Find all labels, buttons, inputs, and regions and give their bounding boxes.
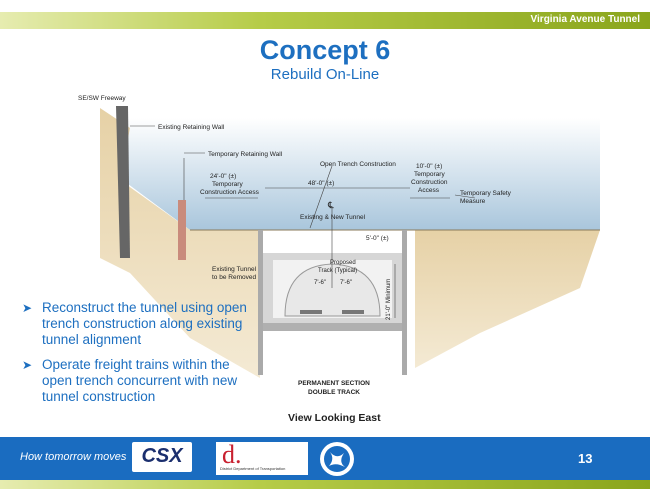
- header-bar: Virginia Avenue Tunnel: [0, 12, 650, 29]
- label-depth-dim: 5'-0" (±): [366, 235, 389, 242]
- label-section-2: DOUBLE TRACK: [308, 389, 360, 396]
- tunnel-cross-section-diagram: SE/SW Freeway Existing Retaining Wall Te…: [78, 95, 600, 424]
- label-temp-wall: Temporary Retaining Wall: [208, 151, 283, 158]
- label-right-access-1: Temporary: [414, 171, 445, 178]
- label-temp-access-1: Temporary: [212, 181, 243, 188]
- track-right: [342, 310, 364, 314]
- arrow-bullet-icon: ➤: [22, 301, 33, 315]
- bullet-item: ➤ Operate freight trains within the open…: [20, 357, 250, 405]
- label-left-dim: 24'-0" (±): [210, 173, 236, 180]
- label-right-dim: 10'-0" (±): [416, 163, 442, 170]
- page-number: 13: [578, 451, 593, 466]
- ddot-logo-mark: d.: [222, 440, 242, 469]
- label-section-1: PERMANENT SECTION: [298, 380, 370, 387]
- existing-retaining-wall: [116, 106, 130, 258]
- label-open-trench: Open Trench Construction: [320, 161, 396, 168]
- arrow-bullet-icon: ➤: [22, 358, 33, 372]
- label-safety-1: Temporary Safety: [460, 190, 512, 197]
- label-track-dim-a: 7'-6": [314, 280, 326, 286]
- csx-tagline: How tomorrow moves: [20, 451, 127, 463]
- label-proposed-2: Track (Typical): [318, 268, 357, 274]
- label-view: View Looking East: [288, 412, 381, 424]
- temporary-retaining-wall: [178, 200, 186, 260]
- label-temp-access-2: Construction Access: [200, 189, 260, 196]
- label-min-height: 21'-0" Minimum: [386, 279, 392, 320]
- slide-title: Concept 6: [259, 35, 391, 65]
- ddot-logo-text: District Department of Transportation: [220, 466, 286, 471]
- bullet-text: Reconstruct the tunnel using open trench…: [42, 300, 247, 347]
- sky-area: [120, 118, 600, 230]
- label-right-access-3: Access: [418, 187, 440, 194]
- label-proposed-1: Proposed: [330, 260, 356, 266]
- trench-wall-left: [258, 230, 263, 375]
- footer-bar: How tomorrow moves CSX d. District Depar…: [0, 437, 650, 480]
- soil-right: [415, 230, 600, 368]
- label-freeway: SE/SW Freeway: [78, 95, 126, 102]
- bullet-text: Operate freight trains within the open t…: [42, 357, 238, 404]
- label-center-dim: 48'-0" (±): [308, 180, 334, 187]
- label-cl-symbol: ℄: [327, 200, 334, 210]
- label-safety-2: Measure: [460, 198, 486, 205]
- usdot-seal-icon: [320, 442, 354, 476]
- bottom-slab: [263, 323, 402, 331]
- label-existing-tunnel-2: to be Removed: [212, 274, 256, 281]
- track-left: [300, 310, 322, 314]
- footer-accent-strip: [0, 480, 650, 489]
- trench-wall-right: [402, 230, 407, 375]
- ddot-logo: d. District Department of Transportation: [216, 440, 308, 475]
- slide-subtitle: Rebuild On-Line: [270, 66, 380, 83]
- bullet-list: ➤ Reconstruct the tunnel using open tren…: [20, 300, 250, 414]
- label-right-access-2: Construction: [411, 179, 448, 186]
- bullet-item: ➤ Reconstruct the tunnel using open tren…: [20, 300, 250, 348]
- label-existing-wall: Existing Retaining Wall: [158, 124, 225, 131]
- project-name: Virginia Avenue Tunnel: [530, 14, 640, 25]
- label-existing-tunnel-1: Existing Tunnel: [212, 266, 257, 273]
- csx-logo-text: CSX: [141, 445, 183, 467]
- csx-logo: CSX: [132, 442, 192, 472]
- label-track-dim-b: 7'-6": [340, 280, 352, 286]
- label-cl: Existing & New Tunnel: [300, 214, 366, 221]
